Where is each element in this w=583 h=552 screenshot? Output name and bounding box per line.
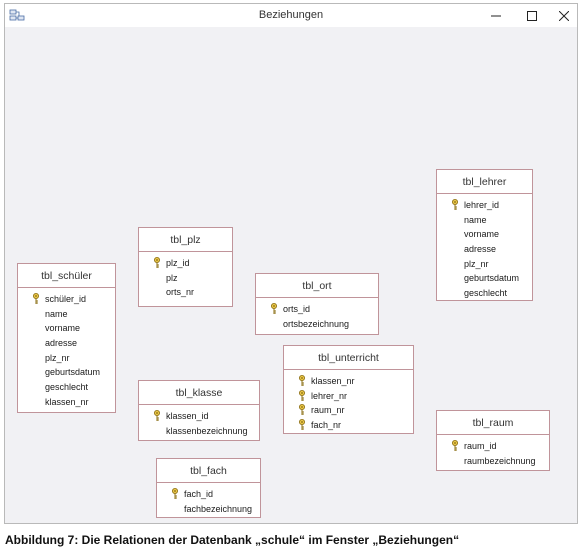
- table-field[interactable]: ortsbezeichnung: [256, 317, 378, 332]
- key-icon: [154, 410, 160, 421]
- field-name: vorname: [45, 323, 81, 334]
- table-field[interactable]: adresse: [437, 242, 532, 257]
- table-field[interactable]: klassenbezeichnung: [139, 424, 259, 439]
- close-button[interactable]: [546, 4, 582, 27]
- field-name: plz_id: [166, 258, 190, 268]
- table-title[interactable]: tbl_schüler: [18, 264, 115, 288]
- table-field[interactable]: raumbezeichnung: [437, 454, 549, 469]
- key-icon: [299, 389, 305, 401]
- table-field[interactable]: geburtsdatum: [18, 365, 115, 380]
- key-icon: [33, 293, 39, 304]
- primary-key-field[interactable]: fach_nr: [284, 418, 413, 433]
- table-title[interactable]: tbl_plz: [139, 228, 232, 252]
- field-name: ortsbezeichnung: [283, 318, 350, 329]
- key-icon: [452, 199, 458, 210]
- field-name: adresse: [464, 244, 497, 255]
- table-tbl-ort[interactable]: tbl_ort orts_id ortsbezeichnung: [255, 273, 379, 335]
- table-tbl-klasse[interactable]: tbl_klasse klassen_id klassenbezeichnung: [138, 380, 260, 441]
- table-field[interactable]: vorname: [18, 321, 115, 336]
- title-bar[interactable]: Beziehungen: [5, 4, 577, 27]
- table-field[interactable]: fachbezeichnung: [157, 502, 260, 517]
- table-field[interactable]: geschlecht: [437, 286, 532, 301]
- field-name: geschlecht: [45, 382, 89, 393]
- key-icon: [299, 419, 305, 431]
- field-name: fachbezeichnung: [184, 503, 253, 514]
- table-field[interactable]: plz_nr: [18, 351, 115, 366]
- table-field[interactable]: plz: [139, 271, 232, 286]
- table-field[interactable]: vorname: [437, 227, 532, 242]
- primary-key-field[interactable]: fach_id: [157, 487, 260, 502]
- field-name: raum_nr: [311, 405, 345, 416]
- table-field[interactable]: adresse: [18, 336, 115, 351]
- key-icon: [271, 303, 277, 314]
- minimize-icon: [491, 15, 501, 16]
- field-name: klassen_nr: [311, 376, 355, 386]
- field-name: lehrer_id: [464, 200, 500, 210]
- table-title[interactable]: tbl_ort: [256, 274, 378, 298]
- field-name: geburtsdatum: [45, 367, 101, 378]
- relationships-app-icon: [9, 9, 25, 21]
- field-name: schüler_id: [45, 294, 87, 304]
- maximize-icon: [527, 10, 537, 21]
- table-title[interactable]: tbl_lehrer: [437, 170, 532, 194]
- table-tbl-unterricht[interactable]: tbl_unterricht klassen_nr lehrer_nr raum_n…: [283, 345, 414, 434]
- table-title[interactable]: tbl_fach: [157, 459, 260, 483]
- table-title[interactable]: tbl_raum: [437, 411, 549, 435]
- close-icon: [559, 10, 569, 21]
- field-name: plz: [166, 272, 178, 283]
- primary-key-field[interactable]: lehrer_id: [437, 198, 532, 213]
- field-name: vorname: [464, 229, 500, 240]
- field-name: lehrer_nr: [311, 390, 348, 401]
- figure-caption: Abbildung 7: Die Relationen der Datenban…: [5, 533, 460, 547]
- table-field[interactable]: geschlecht: [18, 380, 115, 395]
- field-name: orts_id: [283, 304, 311, 314]
- table-field[interactable]: klassen_nr: [18, 395, 115, 410]
- primary-key-field[interactable]: klassen_id: [139, 409, 259, 424]
- table-title[interactable]: tbl_klasse: [139, 381, 259, 405]
- field-name: orts_nr: [166, 287, 195, 298]
- field-name: raum_id: [464, 441, 497, 451]
- table-tbl-fach[interactable]: tbl_fach fach_id fachbezeichnung: [156, 458, 261, 518]
- key-icon: [452, 440, 458, 451]
- field-name: adresse: [45, 338, 78, 349]
- window-title: Beziehungen: [258, 9, 324, 21]
- table-title[interactable]: tbl_unterricht: [284, 346, 413, 370]
- table-tbl-raum[interactable]: tbl_raum raum_id raumbezeichnung: [436, 410, 550, 471]
- primary-key-field[interactable]: lehrer_nr: [284, 389, 413, 404]
- field-name: fach_id: [184, 489, 214, 499]
- primary-key-field[interactable]: raum_id: [437, 439, 549, 454]
- key-icon: [154, 257, 160, 268]
- table-field[interactable]: orts_nr: [139, 285, 232, 300]
- table-field[interactable]: plz_nr: [437, 257, 532, 272]
- primary-key-field[interactable]: klassen_nr: [284, 374, 413, 389]
- field-name: raumbezeichnung: [464, 455, 536, 466]
- table-field[interactable]: geburtsdatum: [437, 271, 532, 286]
- primary-key-field[interactable]: raum_nr: [284, 403, 413, 418]
- minimize-button[interactable]: [478, 4, 514, 27]
- field-name: klassenbezeichnung: [166, 425, 248, 436]
- field-name: klassen_id: [166, 411, 209, 421]
- field-name: name: [45, 308, 68, 319]
- field-name: geburtsdatum: [464, 273, 520, 284]
- field-name: name: [464, 214, 487, 225]
- field-name: klassen_nr: [45, 396, 89, 407]
- field-name: plz_nr: [464, 258, 489, 269]
- table-field[interactable]: name: [437, 213, 532, 228]
- field-name: fach_nr: [311, 420, 342, 431]
- primary-key-field[interactable]: plz_id: [139, 256, 232, 271]
- key-icon: [299, 375, 305, 386]
- table-field[interactable]: name: [18, 307, 115, 322]
- field-name: geschlecht: [464, 288, 508, 299]
- field-name: plz_nr: [45, 352, 70, 363]
- key-icon: [172, 488, 178, 499]
- maximize-button[interactable]: [514, 4, 550, 27]
- primary-key-field[interactable]: schüler_id: [18, 292, 115, 307]
- primary-key-field[interactable]: orts_id: [256, 302, 378, 317]
- key-icon: [299, 404, 305, 416]
